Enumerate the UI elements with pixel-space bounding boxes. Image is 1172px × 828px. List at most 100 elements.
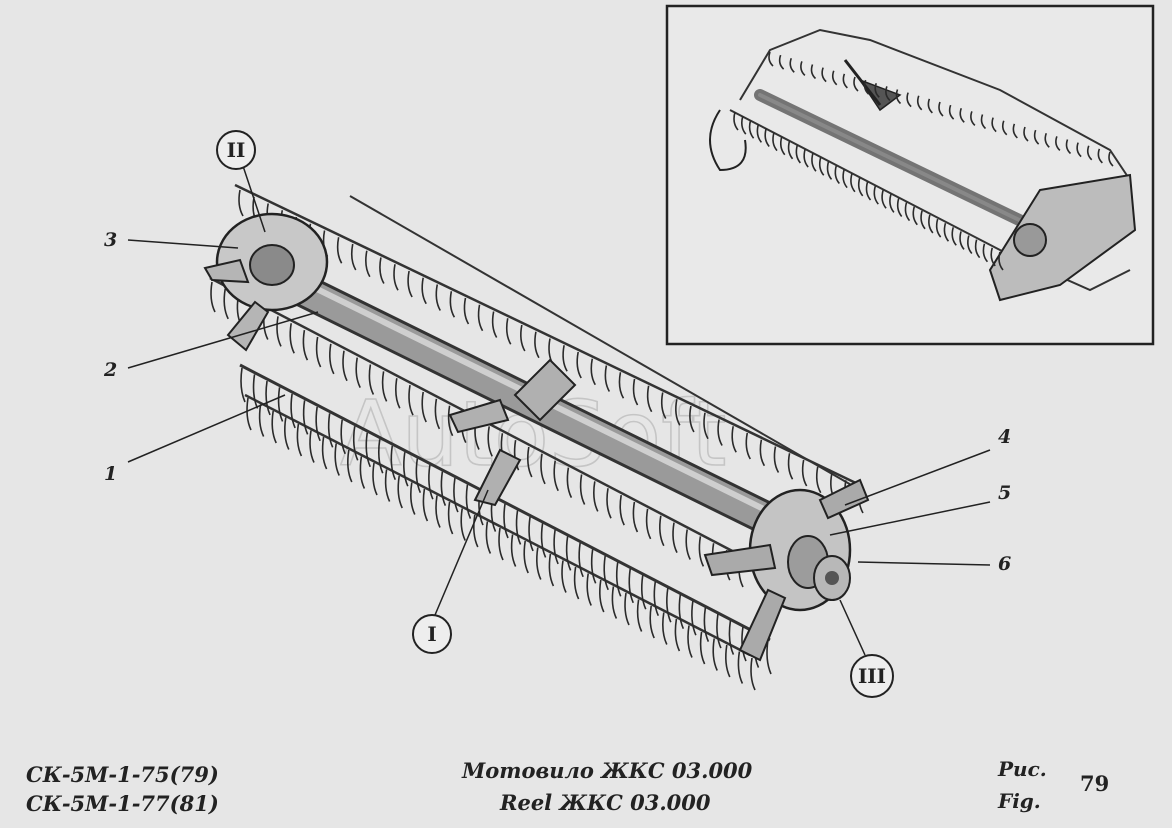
tine <box>434 398 441 430</box>
tine <box>377 439 384 474</box>
tine <box>698 536 705 567</box>
tine <box>659 515 665 547</box>
tine <box>422 488 429 522</box>
tine <box>881 190 887 209</box>
tine <box>428 465 434 500</box>
tine <box>801 459 808 487</box>
callout-1: 1 <box>104 463 117 485</box>
tine <box>815 466 822 494</box>
tine <box>885 86 891 101</box>
tine <box>359 456 366 489</box>
tine <box>565 536 572 571</box>
tine <box>534 331 540 359</box>
tine <box>865 181 872 201</box>
tine <box>857 177 864 197</box>
tine <box>728 620 735 655</box>
tine <box>1023 126 1029 142</box>
tine <box>271 410 277 444</box>
tine <box>818 157 825 176</box>
tine <box>604 365 611 392</box>
tine <box>687 625 693 658</box>
tine <box>1033 129 1040 145</box>
tine <box>741 115 747 135</box>
tine <box>675 399 681 426</box>
tine <box>970 111 976 126</box>
tine <box>403 452 409 487</box>
tine <box>935 218 942 238</box>
tine <box>407 270 413 298</box>
fig-label-ru: Рис. <box>998 757 1047 781</box>
tine <box>649 605 655 639</box>
tine <box>277 387 284 422</box>
tine <box>789 57 795 73</box>
tine <box>653 581 660 617</box>
tine <box>787 453 794 480</box>
tine <box>951 227 957 246</box>
tine <box>515 510 522 545</box>
tine <box>772 132 778 152</box>
tine <box>967 235 973 255</box>
tine <box>1044 132 1050 148</box>
tine <box>646 385 653 413</box>
tine <box>395 378 401 409</box>
tine <box>365 250 371 278</box>
tine <box>553 460 559 492</box>
svg-text:III: III <box>858 664 886 688</box>
tine <box>410 482 416 515</box>
tine <box>240 367 246 403</box>
tine <box>831 70 838 86</box>
tine <box>540 453 546 485</box>
tine <box>334 443 340 476</box>
tine <box>912 206 918 226</box>
tine <box>703 607 710 642</box>
tine <box>896 198 903 217</box>
tine <box>938 101 944 117</box>
tine <box>246 397 252 431</box>
tine <box>640 575 647 610</box>
tine <box>645 508 652 540</box>
fig-label-en: Fig. <box>998 789 1041 813</box>
tine <box>733 111 739 131</box>
tine <box>1097 148 1103 164</box>
tine <box>928 214 934 234</box>
tine <box>252 374 259 409</box>
tine <box>611 586 618 619</box>
tine <box>998 251 1004 271</box>
tine <box>238 189 244 217</box>
tine <box>1065 139 1072 155</box>
tine <box>803 148 809 168</box>
svg-text:I: I <box>427 622 436 646</box>
tine <box>619 494 625 526</box>
detail-marker-III: III <box>850 654 894 698</box>
tine <box>599 579 605 613</box>
tine <box>1012 123 1018 139</box>
callout-2: 2 <box>103 359 117 381</box>
tine <box>660 392 667 419</box>
tine <box>573 566 580 600</box>
tine <box>397 475 403 509</box>
figure-title-en: Reel ЖКС 03.000 <box>500 790 711 815</box>
tine <box>421 277 427 305</box>
tine <box>842 73 848 89</box>
tine <box>810 64 817 80</box>
tine <box>874 82 880 98</box>
tine <box>800 61 806 76</box>
tine <box>916 95 923 111</box>
tine <box>309 430 315 463</box>
tine <box>834 165 840 185</box>
tine <box>632 501 639 533</box>
detail-marker-I: I <box>412 614 452 654</box>
tine <box>759 439 766 467</box>
callout-4: 4 <box>998 426 1011 448</box>
inset-header-view <box>665 4 1155 346</box>
tine <box>1086 145 1093 161</box>
tine <box>873 185 879 205</box>
tine <box>624 592 630 626</box>
tine <box>365 432 371 468</box>
reel-tines <box>210 189 864 691</box>
tine <box>284 417 290 450</box>
tine <box>959 107 965 123</box>
tine <box>265 380 271 416</box>
model-code-2: СК-5М-1-77(81) <box>26 791 219 816</box>
